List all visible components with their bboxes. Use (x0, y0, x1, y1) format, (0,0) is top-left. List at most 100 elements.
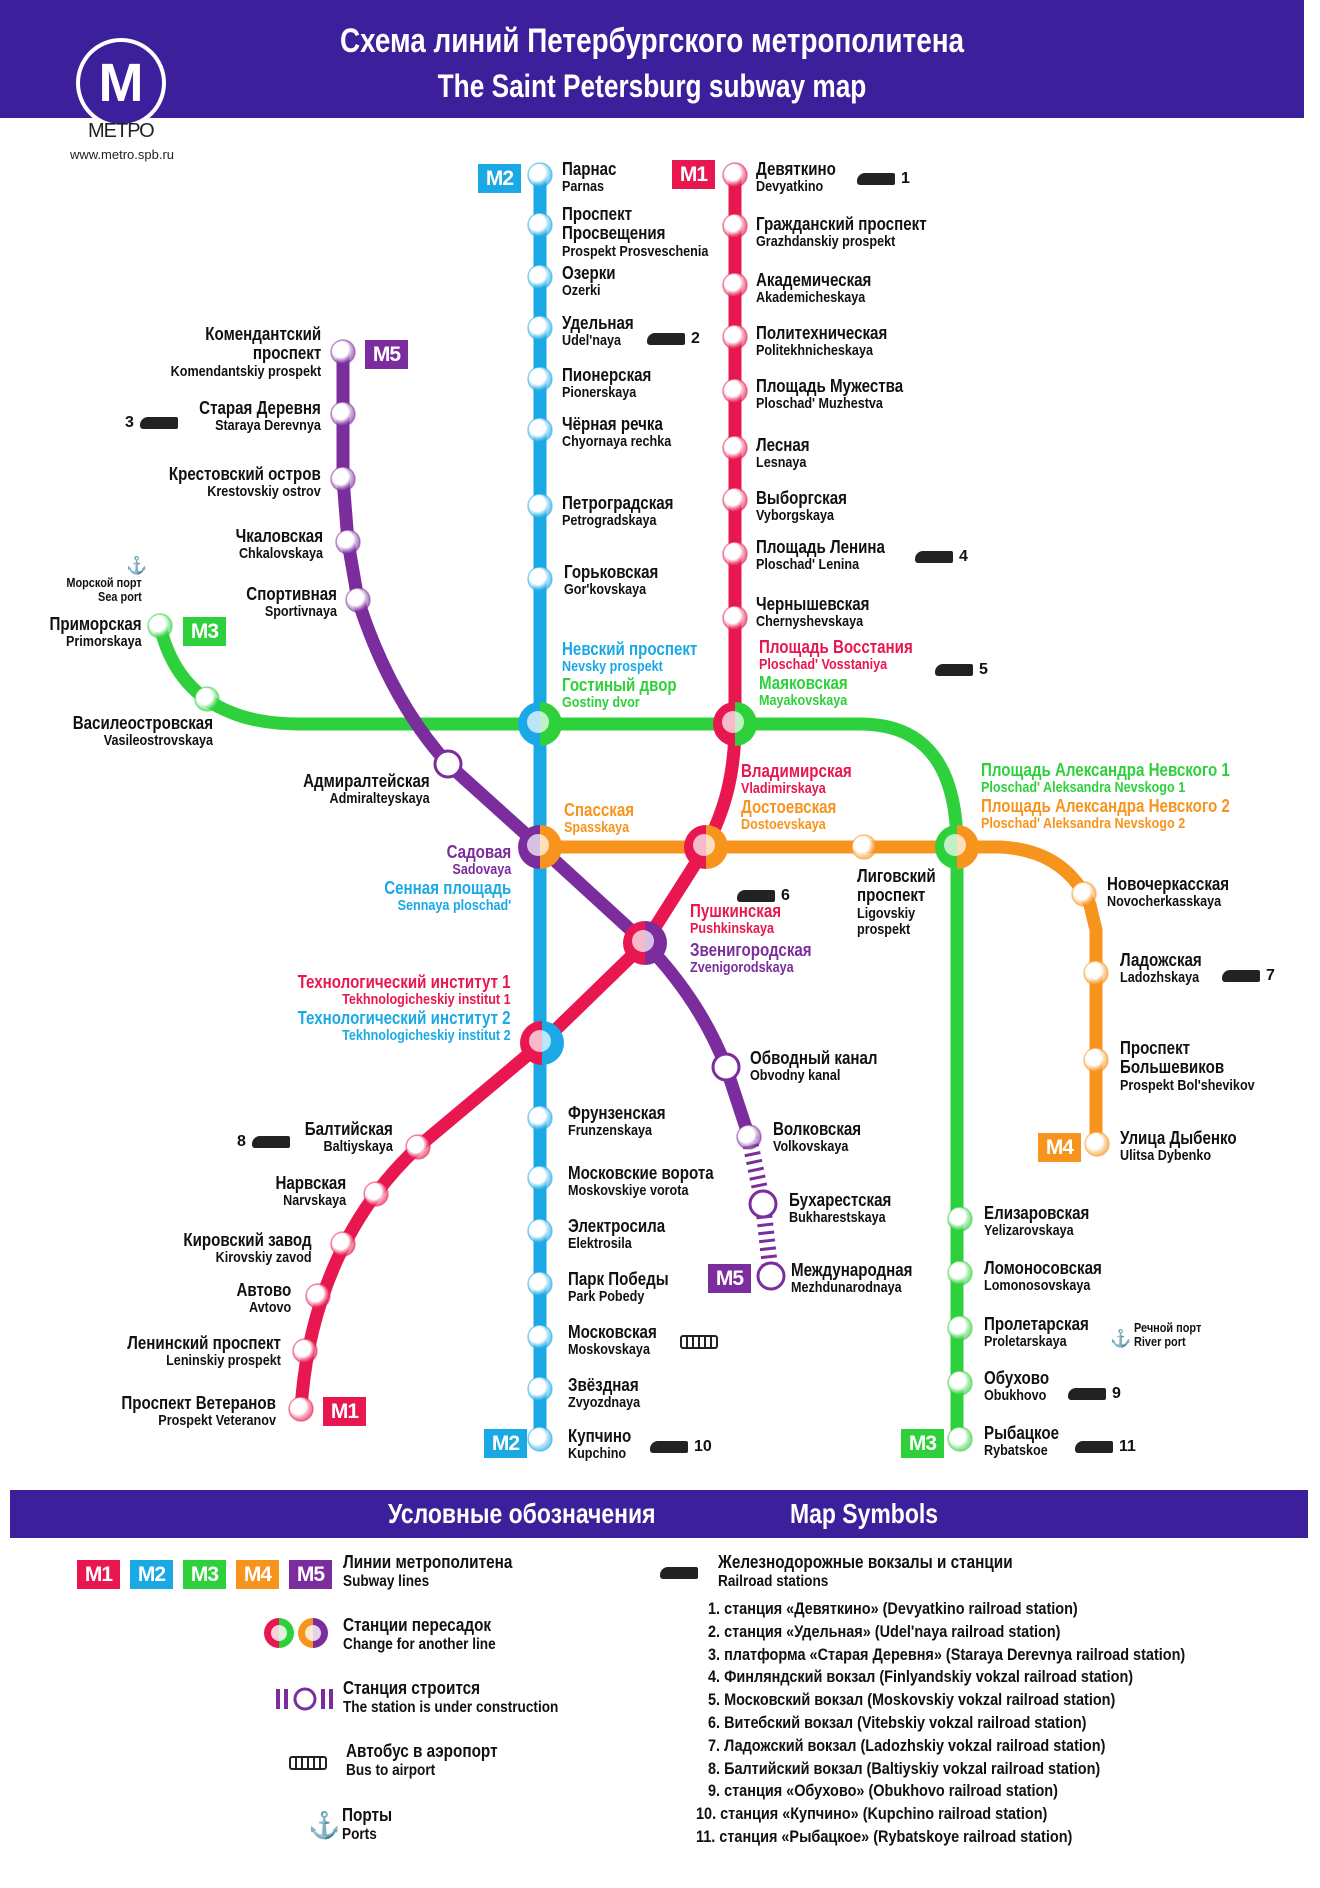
railroad-marker[interactable]: 5 (935, 661, 988, 679)
station-circle[interactable] (527, 417, 553, 443)
station-circle-open[interactable] (711, 1052, 741, 1082)
station-circle[interactable] (947, 1426, 973, 1452)
transfer-station-circle[interactable] (935, 825, 979, 869)
station-circle[interactable] (330, 466, 356, 492)
station-circle[interactable] (722, 324, 748, 350)
railroad-marker[interactable]: 1 (857, 170, 910, 188)
transfer-station-circle[interactable] (623, 921, 667, 965)
station-circle[interactable] (527, 264, 553, 290)
station-circle-open[interactable] (433, 749, 463, 779)
station-circle[interactable] (527, 212, 553, 238)
station-circle-open[interactable] (756, 1261, 786, 1291)
station-circle[interactable] (722, 541, 748, 567)
railroad-marker[interactable]: 11 (1075, 1438, 1136, 1456)
station-circle[interactable] (851, 834, 877, 860)
transfer-station-circle[interactable] (713, 702, 757, 746)
railroad-marker[interactable]: 10 (650, 1438, 712, 1456)
station-circle[interactable] (1071, 881, 1097, 907)
station-circle[interactable] (527, 566, 553, 592)
station-circle[interactable] (527, 1271, 553, 1297)
station-circle[interactable] (527, 1426, 553, 1452)
station-circle[interactable] (1084, 1131, 1110, 1157)
railroad-marker[interactable]: 2 (647, 330, 700, 348)
station-circle[interactable] (722, 272, 748, 298)
station-circle[interactable] (736, 1124, 762, 1150)
station-circle[interactable] (527, 366, 553, 392)
station-circle[interactable] (194, 686, 220, 712)
station-circle[interactable] (1083, 960, 1109, 986)
station-circle[interactable] (947, 1260, 973, 1286)
station-circle[interactable] (345, 587, 371, 613)
railroad-marker[interactable]: 7 (1222, 967, 1275, 985)
station-circle[interactable] (527, 1324, 553, 1350)
station-circle[interactable] (527, 315, 553, 341)
station-circle[interactable] (330, 401, 356, 427)
station-circle[interactable] (330, 1231, 356, 1257)
transfer-station-circle[interactable] (520, 1021, 564, 1065)
website-link[interactable]: www.metro.spb.ru (70, 147, 175, 162)
station-circle[interactable] (288, 1396, 314, 1422)
station-circle[interactable] (527, 1105, 553, 1131)
station-circle[interactable] (527, 493, 553, 519)
station-circle[interactable] (947, 1315, 973, 1341)
station-circle[interactable] (1083, 1047, 1109, 1073)
station-circle[interactable] (363, 1181, 389, 1207)
station-circle[interactable] (947, 1370, 973, 1396)
station-circle[interactable] (405, 1134, 431, 1160)
station-circle[interactable] (527, 1218, 553, 1244)
railroad-marker[interactable]: 9 (1068, 1385, 1121, 1403)
station-circle[interactable] (722, 378, 748, 404)
railroad-marker[interactable]: 3 (125, 414, 184, 432)
railroad-marker[interactable]: 4 (915, 548, 968, 566)
station-circle[interactable] (305, 1283, 331, 1309)
transfer-station-circle[interactable] (518, 702, 562, 746)
railroad-marker[interactable]: 6 (737, 887, 790, 905)
station-circle[interactable] (722, 213, 748, 239)
station-circle[interactable] (722, 605, 748, 631)
